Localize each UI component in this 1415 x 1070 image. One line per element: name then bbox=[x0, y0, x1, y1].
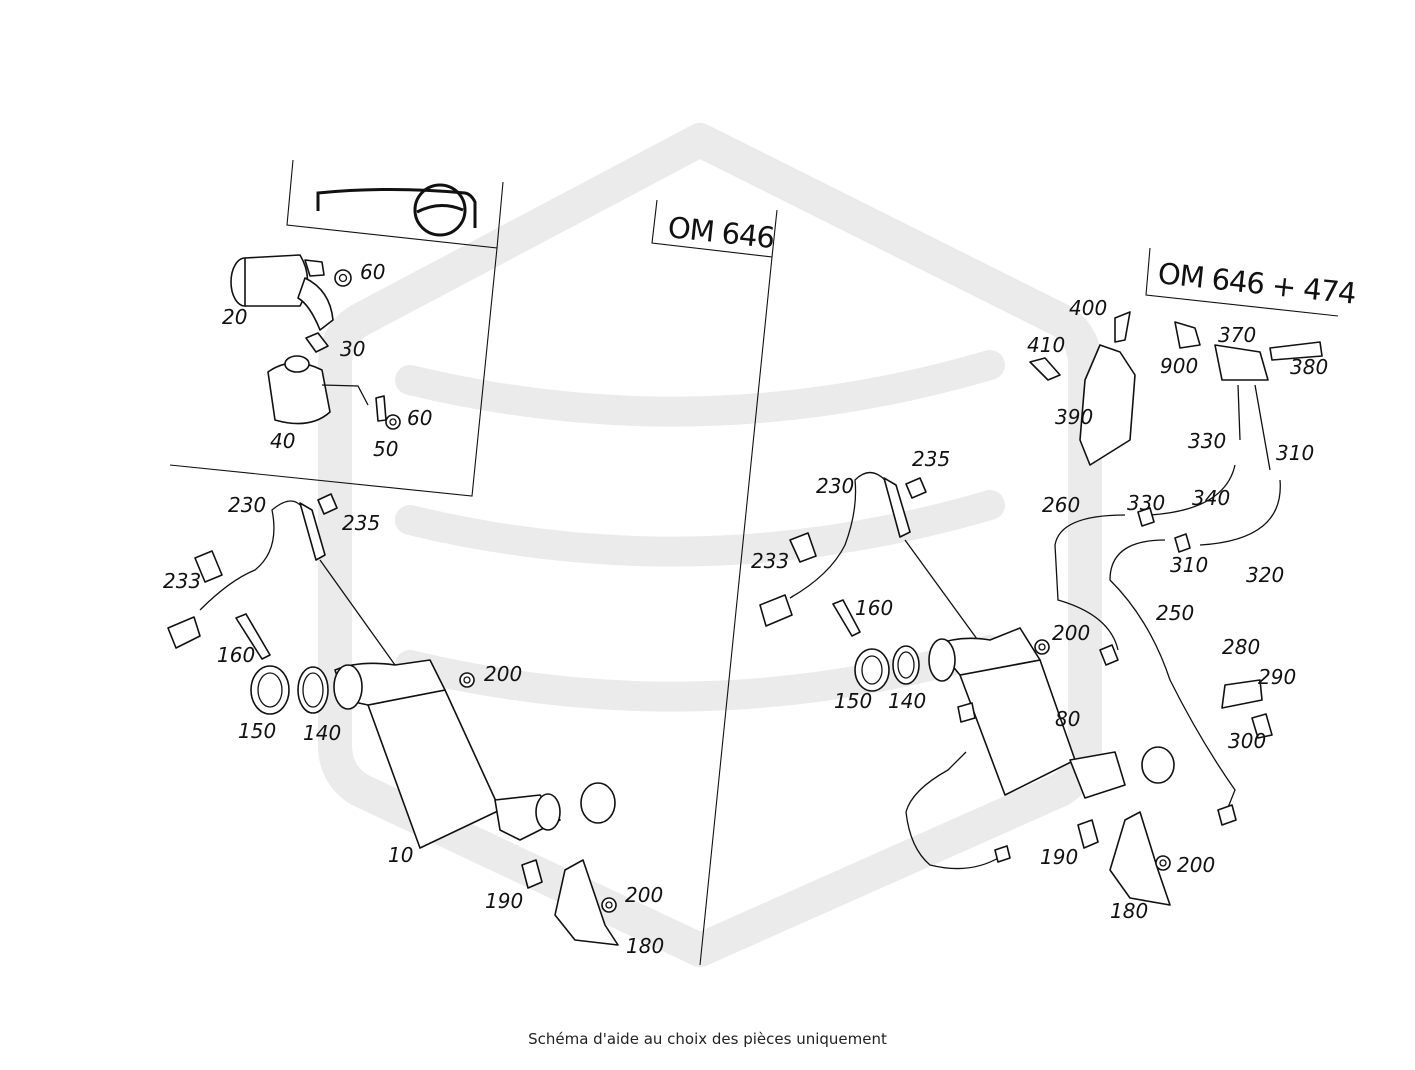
part-235-clip-icon bbox=[317, 493, 338, 515]
callout-260: 260 bbox=[1042, 493, 1080, 517]
callout-390: 390 bbox=[1055, 405, 1093, 429]
callout-900: 900 bbox=[1160, 354, 1198, 378]
part-hoses-340-320 bbox=[1137, 464, 1281, 553]
part-200-nut-icon bbox=[601, 897, 617, 913]
callout-150: 150 bbox=[834, 689, 872, 713]
part-250-pipe bbox=[1109, 539, 1237, 826]
part-160-bolt-icon bbox=[235, 613, 271, 660]
callout-180: 180 bbox=[626, 934, 664, 958]
callout-400: 400 bbox=[1069, 296, 1107, 320]
callout-233: 233 bbox=[163, 569, 201, 593]
callout-140: 140 bbox=[888, 689, 926, 713]
part-200-nut-icon bbox=[1155, 855, 1171, 871]
callout-30: 30 bbox=[340, 337, 365, 361]
part-200-nut-icon bbox=[1034, 639, 1050, 655]
callout-250: 250 bbox=[1156, 601, 1194, 625]
part-400-screw-icon bbox=[1114, 311, 1131, 343]
part-280-bracket-icon bbox=[1221, 679, 1263, 709]
part-180-bracket-icon bbox=[1109, 811, 1171, 906]
part-140-ring-icon bbox=[892, 645, 920, 685]
callout-300: 300 bbox=[1228, 729, 1266, 753]
callout-180: 180 bbox=[1110, 899, 1148, 923]
callout-60: 60 bbox=[360, 260, 385, 284]
callout-330: 330 bbox=[1127, 491, 1165, 515]
section-frames bbox=[169, 159, 1339, 966]
callout-380: 380 bbox=[1290, 355, 1328, 379]
callout-60: 60 bbox=[407, 406, 432, 430]
callout-200: 200 bbox=[625, 883, 663, 907]
part-190-stud-icon bbox=[1077, 819, 1099, 849]
section-label-om646: OM 646 bbox=[666, 210, 775, 255]
callout-330: 330 bbox=[1188, 429, 1226, 453]
part-80-temperature-sensor bbox=[905, 702, 1011, 870]
part-60-nut-icon bbox=[334, 269, 352, 287]
part-10-particle-filter bbox=[928, 627, 1126, 799]
callout-20: 20 bbox=[222, 305, 247, 329]
callout-370: 370 bbox=[1218, 323, 1256, 347]
part-390-heat-shield bbox=[1079, 344, 1136, 466]
part-200-nut-icon bbox=[459, 672, 475, 688]
part-150-clamp-icon bbox=[250, 665, 290, 715]
part-370-pressure-sensor bbox=[1174, 321, 1323, 471]
callout-80: 80 bbox=[1055, 707, 1080, 731]
part-40-particle-filter bbox=[267, 355, 369, 425]
part-150-clamp-icon bbox=[854, 648, 890, 692]
callout-230: 230 bbox=[228, 493, 266, 517]
part-50-bracket-icon bbox=[375, 395, 387, 422]
section-label-om646-474: OM 646 + 474 bbox=[1156, 256, 1357, 311]
engine-symbol-icon bbox=[316, 183, 477, 237]
part-233-connector-icon bbox=[759, 532, 817, 627]
callout-10: 10 bbox=[388, 843, 413, 867]
callout-200: 200 bbox=[484, 662, 522, 686]
callout-150: 150 bbox=[238, 719, 276, 743]
callout-235: 235 bbox=[342, 511, 380, 535]
part-160-bolt-icon bbox=[832, 599, 861, 637]
callout-140: 140 bbox=[303, 721, 341, 745]
part-233-connector-icon bbox=[167, 550, 223, 649]
part-190-stud-icon bbox=[521, 859, 543, 889]
callout-190: 190 bbox=[485, 889, 523, 913]
callout-280: 280 bbox=[1222, 635, 1260, 659]
callout-50: 50 bbox=[373, 437, 398, 461]
callout-310: 310 bbox=[1276, 441, 1314, 465]
part-20-catalytic-converter bbox=[230, 254, 334, 331]
callout-200: 200 bbox=[1052, 621, 1090, 645]
part-235-clip-icon bbox=[905, 477, 927, 499]
part-clamp-right-icon bbox=[580, 782, 616, 824]
part-140-ring-icon bbox=[297, 666, 329, 714]
diagram-caption: Schéma d'aide au choix des pièces unique… bbox=[528, 1030, 887, 1048]
part-300-bolt-icon bbox=[1251, 713, 1273, 739]
part-clamp-right-icon bbox=[1141, 746, 1175, 784]
callout-160: 160 bbox=[855, 596, 893, 620]
callout-233: 233 bbox=[751, 549, 789, 573]
callout-310: 310 bbox=[1170, 553, 1208, 577]
callout-190: 190 bbox=[1040, 845, 1078, 869]
callout-labels: 20 60 30 40 50 60 230 233 235 160 150 14… bbox=[163, 260, 1328, 958]
part-10-particle-filter bbox=[333, 659, 561, 849]
part-260-pipe bbox=[1054, 514, 1126, 666]
callout-320: 320 bbox=[1246, 563, 1284, 587]
part-230-oxygen-sensor bbox=[789, 471, 986, 651]
callout-235: 235 bbox=[912, 447, 950, 471]
callout-410: 410 bbox=[1027, 333, 1065, 357]
callout-290: 290 bbox=[1258, 665, 1296, 689]
callout-230: 230 bbox=[816, 474, 854, 498]
callout-160: 160 bbox=[217, 643, 255, 667]
callout-340: 340 bbox=[1192, 486, 1230, 510]
part-30-clamp-icon bbox=[305, 332, 329, 353]
part-410-bolt-icon bbox=[1029, 357, 1061, 381]
part-60-nut-icon bbox=[385, 414, 401, 430]
part-230-oxygen-sensor bbox=[199, 500, 396, 666]
callout-40: 40 bbox=[270, 429, 295, 453]
part-180-bracket-icon bbox=[554, 859, 619, 946]
callout-200: 200 bbox=[1177, 853, 1215, 877]
